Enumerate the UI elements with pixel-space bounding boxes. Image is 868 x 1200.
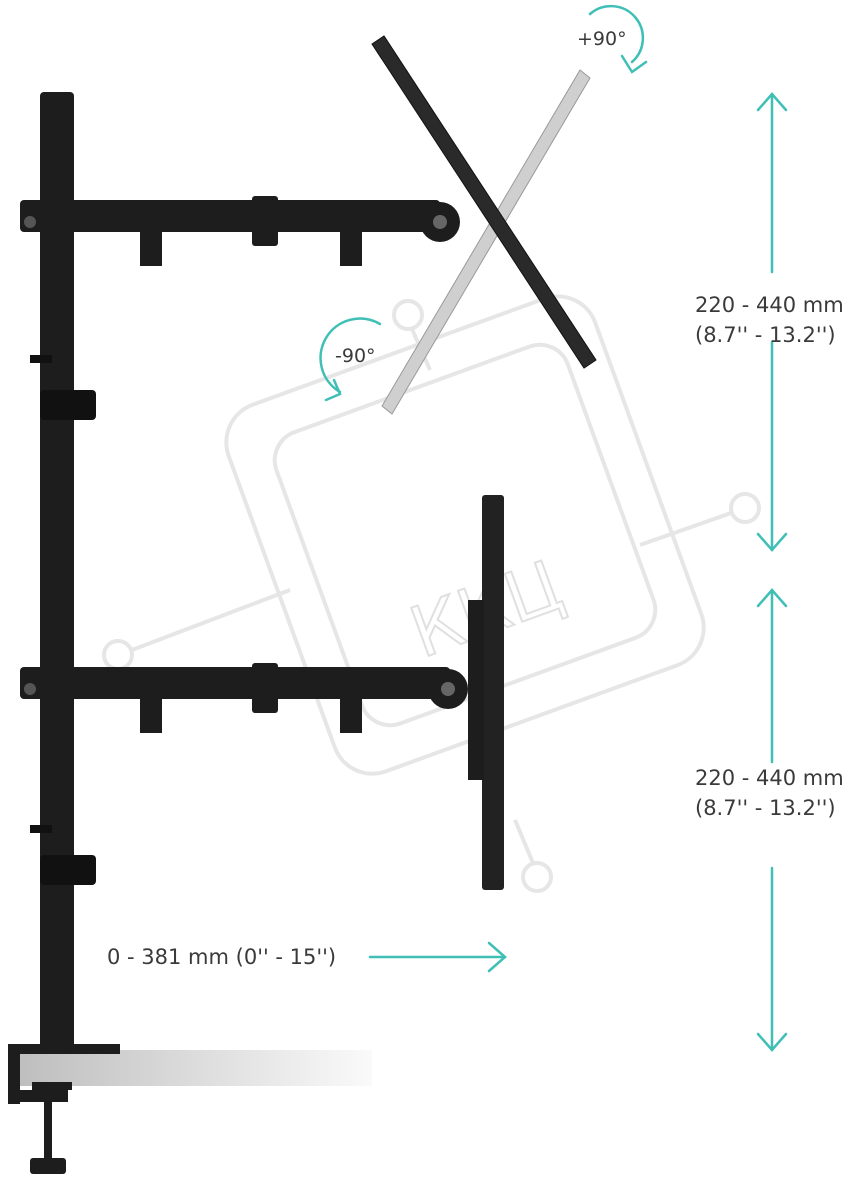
- rotation-minus-label: -90°: [335, 345, 376, 367]
- upper-height-range: 220 - 440 mm (8.7'' - 13.2''): [695, 290, 844, 350]
- upper-arm: [20, 196, 460, 266]
- extension-range: 0 - 381 mm (0'' - 15''): [107, 945, 337, 969]
- monitor-rotated-dark: [371, 35, 597, 369]
- upper-height-inch: (8.7'' - 13.2''): [695, 323, 836, 347]
- vesa-plate: [468, 600, 484, 780]
- pole-collars: [30, 355, 96, 885]
- lower-height-range: 220 - 440 mm (8.7'' - 13.2''): [695, 763, 844, 823]
- dimension-arrows: [319, 4, 788, 1052]
- watermark: [102, 294, 761, 893]
- desk: [12, 1050, 372, 1086]
- lower-height-mm: 220 - 440 mm: [695, 766, 844, 790]
- pole: [40, 92, 74, 1052]
- upper-height-mm: 220 - 440 mm: [695, 293, 844, 317]
- monitor-lower: [482, 495, 504, 890]
- lower-arm: [20, 663, 468, 733]
- rotation-plus-label: +90°: [577, 28, 627, 50]
- monitor-rotated-light: [381, 69, 591, 415]
- lower-height-inch: (8.7'' - 13.2''): [695, 796, 836, 820]
